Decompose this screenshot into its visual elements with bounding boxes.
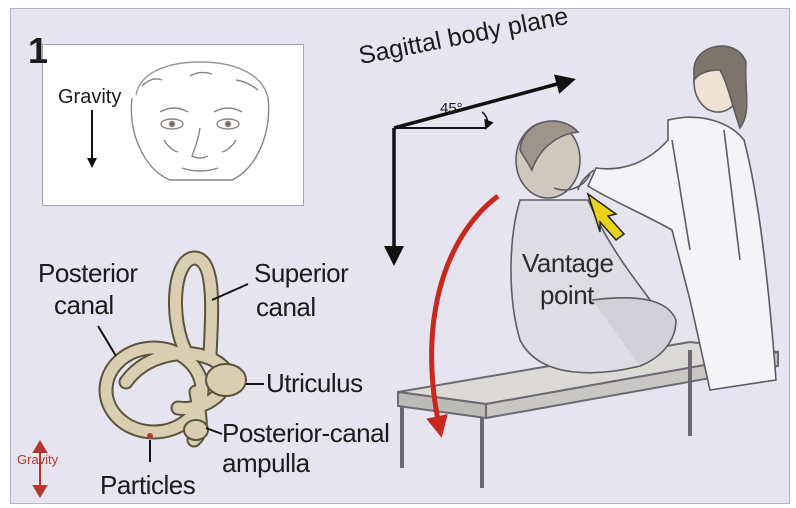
face-sketch bbox=[131, 62, 268, 180]
particles-label: Particles bbox=[100, 470, 195, 500]
superior-canal-label-2: canal bbox=[256, 292, 316, 322]
vantage-label-1: Vantage bbox=[522, 248, 613, 278]
ampulla-label-2: ampulla bbox=[222, 448, 310, 478]
posterior-canal-label-2: canal bbox=[54, 290, 114, 320]
superior-canal-label-1: Superior bbox=[254, 258, 348, 288]
posterior-canal-label-1: Posterior bbox=[38, 258, 138, 288]
step-number: 1 bbox=[28, 30, 48, 72]
utriculus-label: Utriculus bbox=[266, 368, 363, 398]
angle-label: 45° bbox=[440, 100, 463, 117]
gravity-label: Gravity bbox=[58, 86, 121, 109]
gravity-small-arrow bbox=[34, 442, 46, 496]
vantage-label-2: point bbox=[540, 280, 594, 310]
gravity-small-label: Gravity bbox=[17, 452, 58, 467]
ampulla-label-1: Posterior-canal bbox=[222, 418, 389, 448]
